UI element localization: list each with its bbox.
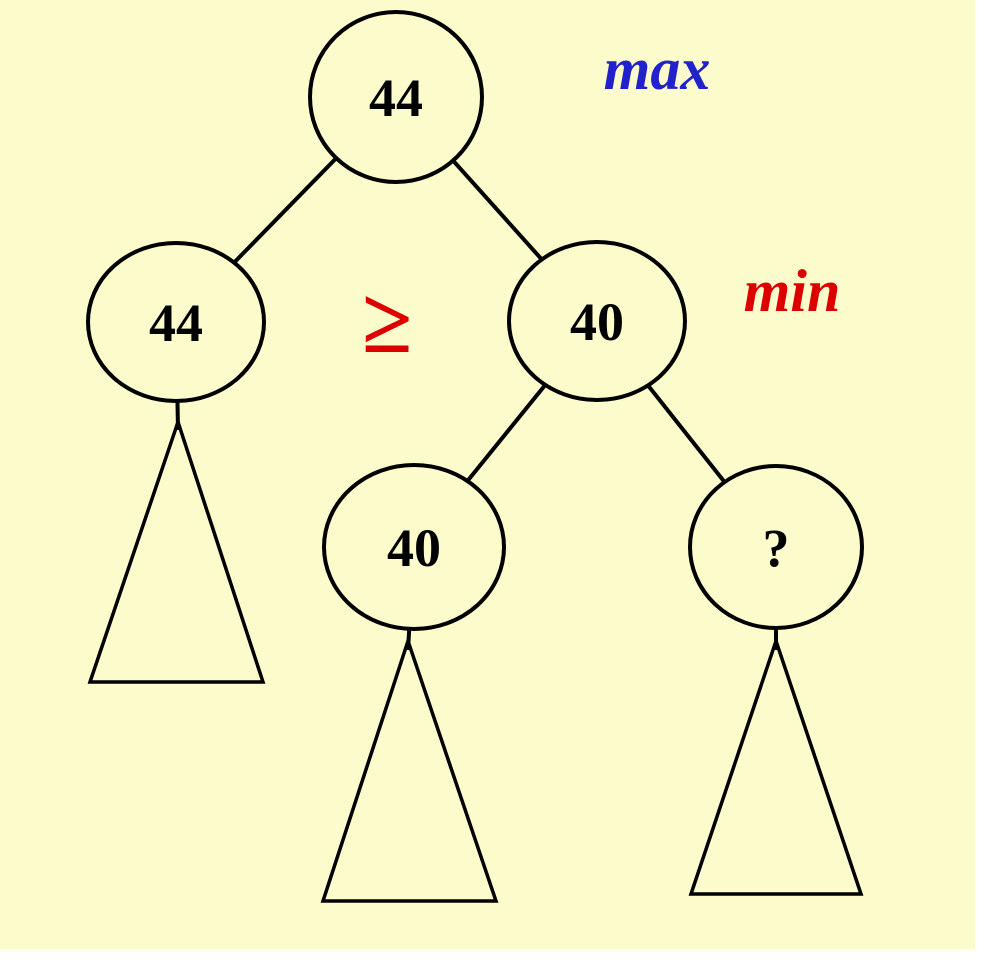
node-left-label: 44 [149, 293, 203, 353]
greater-equal-symbol: ≥ [362, 270, 413, 372]
node-right-left-label: 40 [387, 518, 441, 578]
node-labels: 44 44 40 40 ? [149, 68, 790, 578]
tree-nodes [86, 10, 864, 631]
max-level-label: max [604, 36, 711, 102]
subtree-triangle-middle [320, 635, 499, 903]
node-right-label: 40 [570, 292, 624, 352]
subtree-triangle-left [87, 416, 266, 684]
node-right-right-circle [688, 464, 864, 630]
node-right-left-circle [322, 463, 506, 631]
node-right-circle [507, 240, 687, 402]
min-level-label: min [744, 258, 841, 324]
node-left-circle [86, 241, 266, 403]
node-root-label: 44 [369, 68, 423, 128]
subtree-triangles [87, 416, 864, 903]
diagram-background [0, 0, 975, 949]
node-right-right-label: ? [763, 518, 790, 578]
node-root-circle [308, 10, 484, 184]
subtree-triangle-right [688, 635, 864, 896]
